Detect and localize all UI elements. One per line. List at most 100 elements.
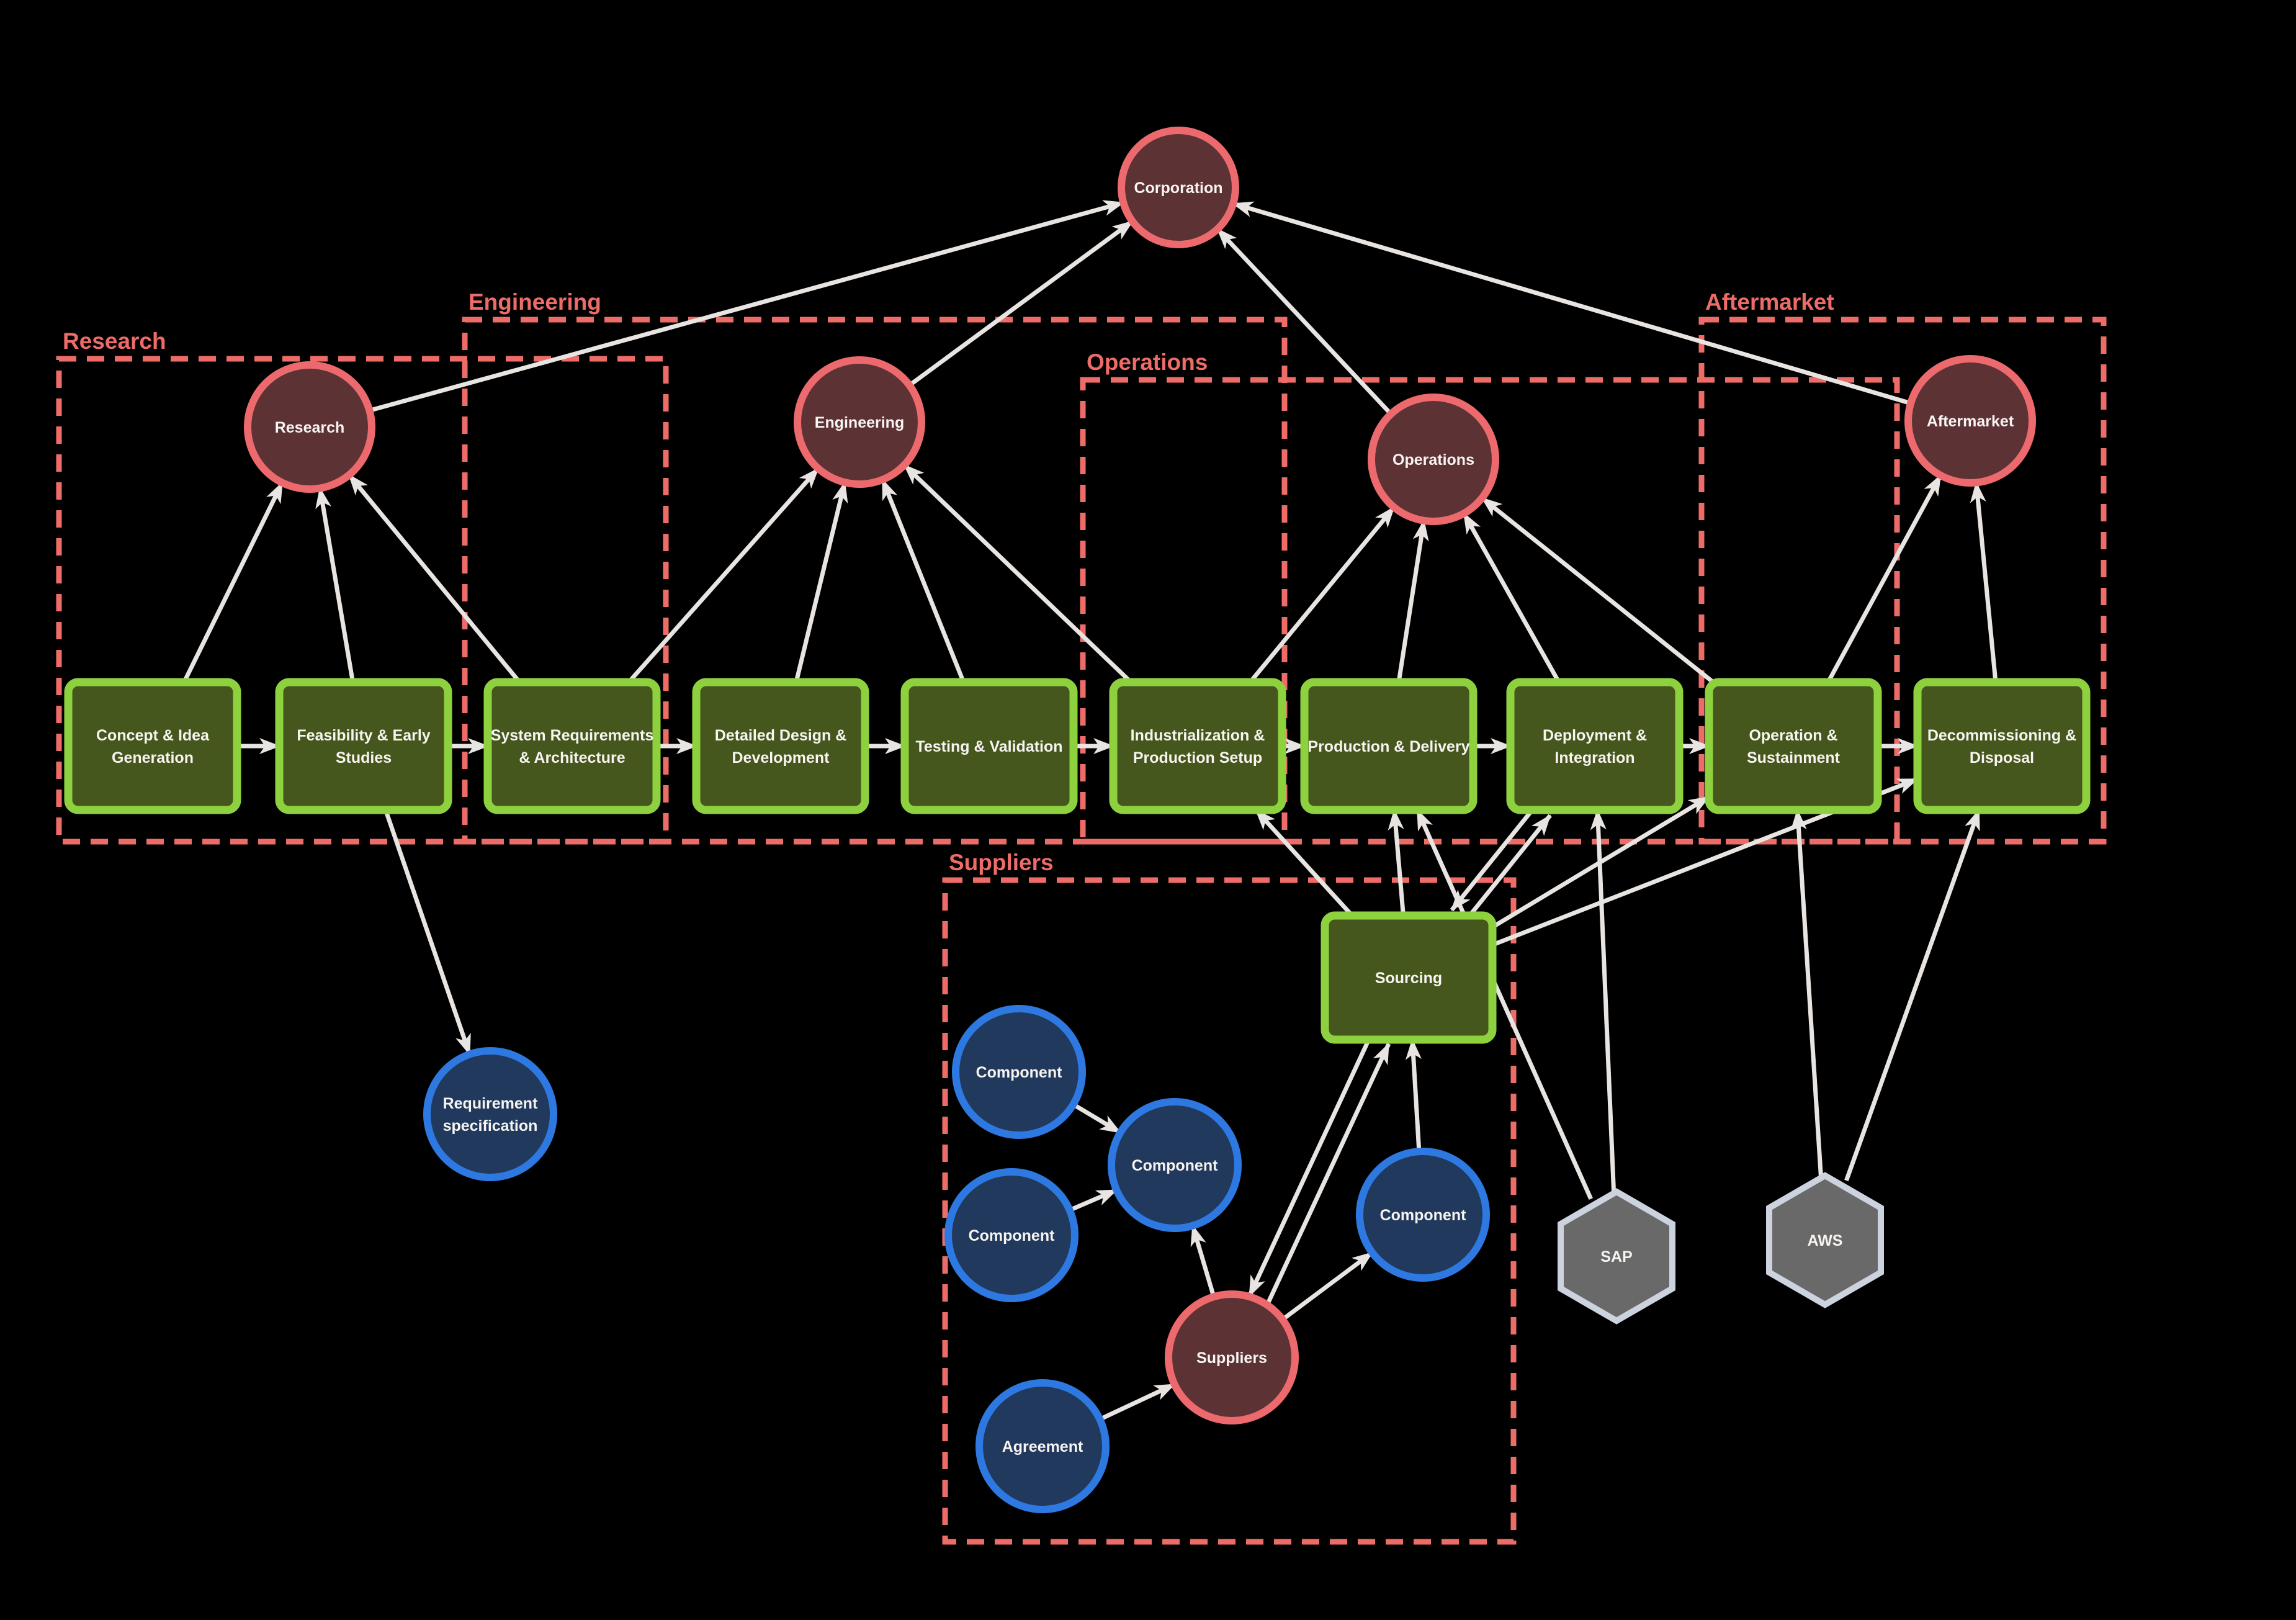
node-label-agreement: Agreement <box>1002 1438 1083 1456</box>
node-shape-sap[interactable] <box>1558 1188 1675 1325</box>
node-sourcing[interactable]: Sourcing <box>1321 911 1497 1044</box>
node-shape-component3[interactable] <box>944 1168 1078 1302</box>
node-label-industrialization: Industrialization &Production Setup <box>1131 727 1265 767</box>
node-shape-component2[interactable] <box>1108 1098 1242 1232</box>
node-shape-deployment[interactable] <box>1506 678 1684 814</box>
node-shape-operations_c[interactable] <box>1368 394 1499 525</box>
node-shape-req_spec[interactable] <box>423 1047 557 1181</box>
node-label-sap: SAP <box>1600 1248 1632 1266</box>
node-aftermarket_c[interactable]: Aftermarket <box>1904 355 2036 487</box>
edge-sap-to-deployment <box>1590 809 1617 1192</box>
node-shape-aws[interactable] <box>1766 1172 1884 1308</box>
node-shape-feasibility[interactable] <box>275 678 452 814</box>
node-component4[interactable]: Component <box>1356 1148 1490 1282</box>
edge-testing-to-engineering_c <box>880 478 966 683</box>
node-shape-engineering_c[interactable] <box>794 356 925 488</box>
edge-system_req-to-research_c <box>347 473 521 684</box>
edge-component1-to-component2 <box>1072 1102 1122 1135</box>
edge-sourcing-to-deployment <box>1463 814 1552 922</box>
node-label-system_req: System Requirements& Architecture <box>491 727 654 767</box>
node-label-operation_sust: Operation &Sustainment <box>1747 727 1841 767</box>
node-label-production: Production & Delivery <box>1307 738 1469 755</box>
group-operations <box>1080 377 1900 845</box>
node-corporation[interactable]: Corporation <box>1118 127 1239 248</box>
node-engineering_c[interactable]: Engineering <box>794 356 925 488</box>
edge-suppliers-to-sourcing <box>1265 1042 1391 1305</box>
group-research <box>56 356 669 845</box>
node-shape-sourcing[interactable] <box>1321 911 1497 1044</box>
node-decommissioning[interactable]: Decommissioning &Disposal <box>1913 678 2091 814</box>
node-shape-component4[interactable] <box>1356 1148 1490 1282</box>
node-industrialization[interactable]: Industrialization &Production Setup <box>1109 678 1286 814</box>
node-sap[interactable]: SAP <box>1558 1188 1675 1325</box>
node-shape-decommissioning[interactable] <box>1913 678 2091 814</box>
node-shape-agreement[interactable] <box>975 1379 1110 1513</box>
node-shape-detailed[interactable] <box>692 678 869 814</box>
group-label-research: Research <box>63 328 166 354</box>
node-label-operations_c: Operations <box>1392 451 1474 469</box>
node-testing[interactable]: Testing & Validation <box>900 678 1078 814</box>
node-label-research_c: Research <box>275 419 345 436</box>
node-shape-operation_sust[interactable] <box>1705 678 1882 814</box>
edge-suppliers-to-component2 <box>1190 1224 1216 1298</box>
node-component1[interactable]: Component <box>952 1005 1086 1139</box>
node-component2[interactable]: Component <box>1108 1098 1242 1232</box>
edge-feasibility-to-req_spec <box>383 809 472 1056</box>
node-shape-testing[interactable] <box>900 678 1078 814</box>
node-shape-system_req[interactable] <box>483 678 661 814</box>
node-operation_sust[interactable]: Operation &Sustainment <box>1705 678 1882 814</box>
edge-sourcing-to-suppliers <box>1247 1034 1373 1297</box>
node-shape-corporation[interactable] <box>1118 127 1239 248</box>
node-suppliers[interactable]: Suppliers <box>1165 1290 1299 1424</box>
node-label-corporation: Corporation <box>1134 179 1222 197</box>
edge-decommissioning-to-aftermarket_c <box>1970 481 1998 683</box>
node-shape-aftermarket_c[interactable] <box>1904 355 2036 487</box>
edge-industrialization-to-operations_c <box>1249 506 1396 684</box>
node-label-engineering_c: Engineering <box>815 414 904 431</box>
group-label-operations: Operations <box>1087 349 1208 375</box>
edge-sap-to-production <box>1415 809 1593 1200</box>
node-shape-component1[interactable] <box>952 1005 1086 1139</box>
node-label-aws: AWS <box>1808 1232 1843 1249</box>
node-label-decommissioning: Decommissioning &Disposal <box>1927 727 2076 767</box>
node-production[interactable]: Production & Delivery <box>1300 678 1478 814</box>
edge-detailed-to-engineering_c <box>794 481 848 683</box>
node-system_req[interactable]: System Requirements& Architecture <box>483 678 661 814</box>
edge-agreement-to-suppliers <box>1098 1382 1176 1421</box>
node-label-component3: Component <box>969 1227 1056 1244</box>
edge-feasibility-to-research_c <box>315 487 356 683</box>
node-detailed[interactable]: Detailed Design &Development <box>692 678 869 814</box>
group-layer: ResearchEngineeringOperationsAftermarket… <box>56 289 2107 1545</box>
edge-system_req-to-engineering_c <box>627 467 820 684</box>
edge-engineering_c-to-corporation <box>908 219 1134 387</box>
edge-sourcing-to-production <box>1388 809 1406 916</box>
edge-industrialization-to-engineering_c <box>902 463 1132 684</box>
edge-operation_sust-to-aftermarket_c <box>1826 474 1943 683</box>
node-component3[interactable]: Component <box>944 1168 1078 1302</box>
node-operations_c[interactable]: Operations <box>1368 394 1499 525</box>
edge-aftermarket_c-to-corporation <box>1232 201 1912 406</box>
node-research_c[interactable]: Research <box>244 361 375 493</box>
node-shape-research_c[interactable] <box>244 361 375 493</box>
node-shape-production[interactable] <box>1300 678 1478 814</box>
node-shape-concept[interactable] <box>64 678 241 814</box>
group-label-engineering: Engineering <box>469 289 601 315</box>
node-shape-industrialization[interactable] <box>1109 678 1286 814</box>
node-deployment[interactable]: Deployment &Integration <box>1506 678 1684 814</box>
edge-layer <box>182 200 1998 1421</box>
node-shape-suppliers[interactable] <box>1165 1290 1299 1424</box>
node-agreement[interactable]: Agreement <box>975 1379 1110 1513</box>
edge-deployment-to-operations_c <box>1461 512 1561 683</box>
node-aws[interactable]: AWS <box>1766 1172 1884 1308</box>
edge-deployment-to-sourcing <box>1450 803 1538 912</box>
edge-operations_c-to-corporation <box>1216 227 1393 416</box>
edge-aws-to-decommissioning <box>1844 809 1981 1182</box>
